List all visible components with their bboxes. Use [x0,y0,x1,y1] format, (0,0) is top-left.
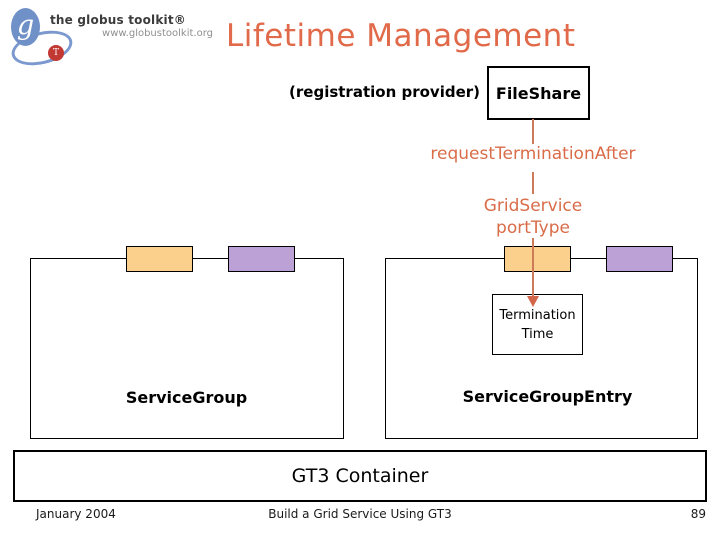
gridservice-porttype-label: GridService portType [433,195,633,239]
footer-date: January 2004 [36,507,116,521]
registration-provider-label: (registration provider) [289,83,480,101]
termination-time-line2: Time [521,326,554,342]
connector-line-middle [532,172,534,194]
port-tab-purple-left [228,246,295,272]
service-group-entry-label: ServiceGroupEntry [462,387,633,406]
gt3-container-box: GT3 Container [13,450,707,502]
porttype-line: portType [496,218,570,238]
connector-line-top [532,119,534,144]
port-tab-purple-right [606,246,673,272]
page-title: Lifetime Management [226,18,576,54]
service-group-label: ServiceGroup [125,388,248,407]
service-group-box [30,258,344,439]
logo-brand-text: the globus toolkit® [50,13,186,27]
fileshare-box: FileShare [487,66,590,120]
globus-g-glyph: g [16,10,35,41]
globus-t-dot-icon: T [48,45,64,61]
logo-url-text: www.globustoolkit.org [102,28,213,39]
port-tab-orange-left [126,246,193,272]
footer-page-number: 89 [690,507,706,521]
globus-t-glyph: T [52,48,59,58]
termination-time-line1: Termination [499,307,576,323]
port-tab-orange-right [504,246,571,272]
arrow-down-icon [527,296,539,307]
request-termination-label: requestTerminationAfter [430,144,636,164]
globus-logo-icon: g [11,8,40,46]
connector-line-bottom [532,238,534,298]
footer-title: Build a Grid Service Using GT3 [268,507,452,521]
gridservice-line: GridService [483,196,583,216]
